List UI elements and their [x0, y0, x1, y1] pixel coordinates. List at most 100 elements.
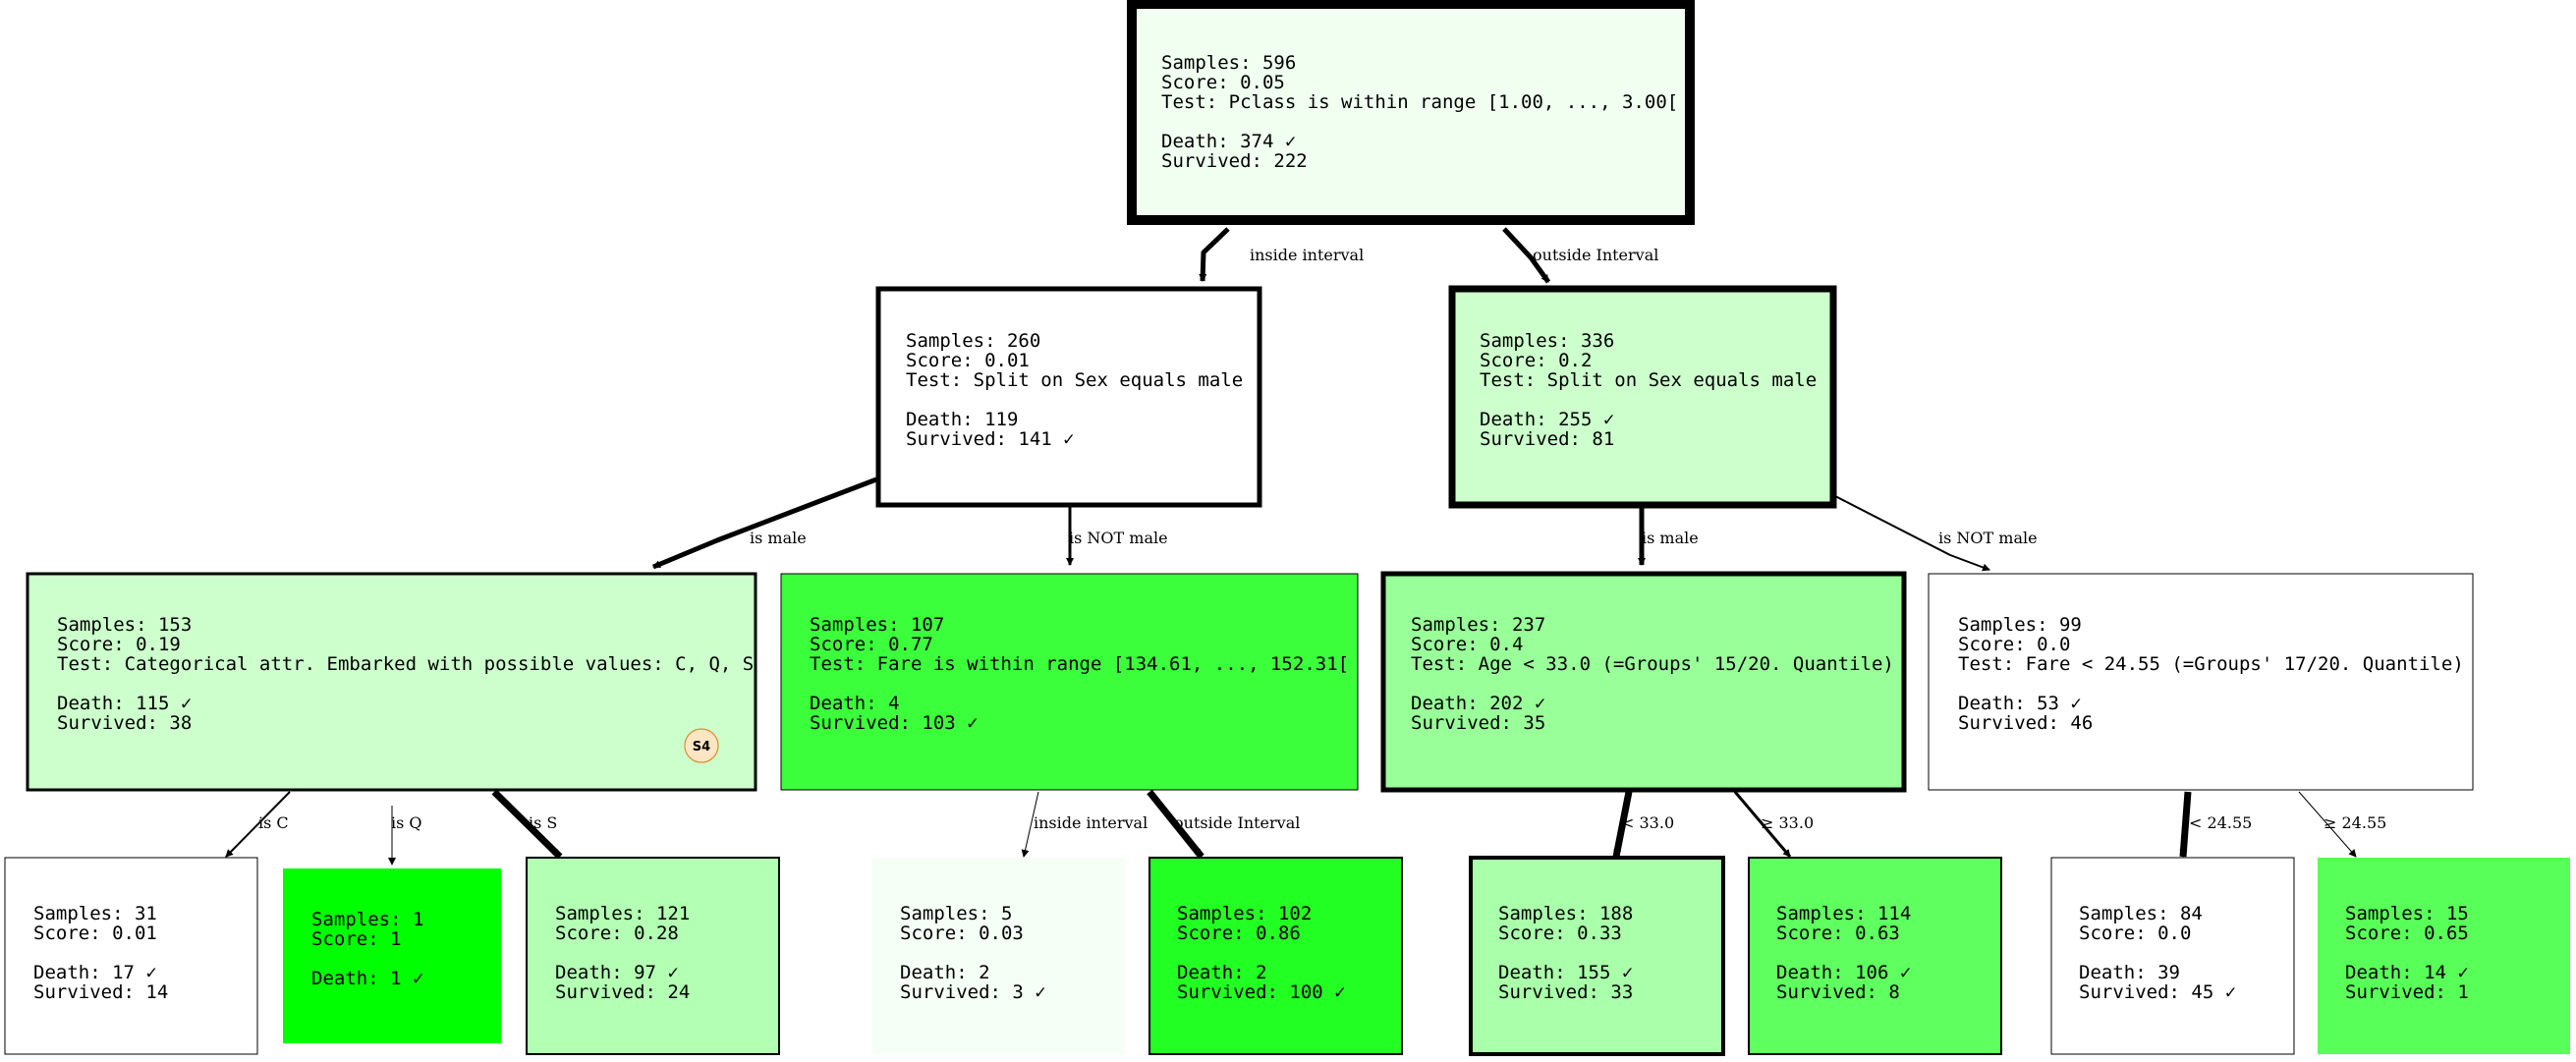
node-line: Samples: 107	[810, 614, 944, 636]
node-line: Test: Split on Sex equals male	[906, 369, 1243, 391]
edge-label: is Q	[391, 813, 422, 832]
node-line: Survived: 3 ✓	[900, 981, 1046, 1003]
node-line: Samples: 15	[2345, 903, 2469, 924]
node-badge	[684, 728, 719, 763]
node-line: Samples: 237	[1411, 614, 1545, 636]
edge-label: is male	[750, 529, 807, 547]
node-line: Test: Categorical attr. Embarked with po…	[57, 653, 754, 675]
node-line: Survived: 33	[1498, 981, 1633, 1003]
node-line: Death: 2	[1177, 962, 1267, 983]
node-line: Score: 0.77	[810, 634, 933, 655]
node-line: Test: Fare < 24.55 (=Groups' 17/20. Quan…	[1958, 653, 2464, 675]
node-line: Test: Split on Sex equals male	[1480, 369, 1817, 391]
node-line	[57, 673, 68, 695]
node-line: Survived: 222	[1161, 150, 1308, 172]
node-line: Score: 1	[311, 928, 402, 950]
node-line: Score: 0.63	[1776, 922, 1900, 944]
node-line: Score: 0.4	[1411, 634, 1523, 655]
edge-label: outside Interval	[1533, 246, 1658, 264]
node-line: Death: 119	[906, 409, 1018, 430]
edge-n6-n15	[2298, 791, 2357, 858]
node-line: Survived: 38	[57, 712, 192, 734]
node-line: Survived: 8	[1776, 981, 1900, 1003]
node-line	[1958, 673, 1969, 695]
node-box	[872, 858, 1125, 1054]
node-line	[810, 673, 820, 695]
node-line: Score: 0.05	[1161, 72, 1285, 93]
node-line: Death: 255 ✓	[1480, 409, 1614, 430]
node-box	[283, 868, 501, 1043]
node-line	[906, 389, 917, 411]
node-line: Samples: 1	[311, 909, 423, 930]
edge-label: is S	[529, 813, 557, 832]
node-box	[1928, 573, 2474, 791]
node-line: Score: 0.03	[900, 922, 1024, 944]
node-line: Samples: 260	[906, 330, 1040, 352]
node-line: Death: 39	[2079, 962, 2180, 983]
node-line	[1177, 942, 1188, 964]
node-line: Score: 0.0	[2079, 922, 2191, 944]
node-line: Death: 97 ✓	[555, 962, 679, 983]
node-line: Score: 0.0	[1958, 634, 2070, 655]
node-line: Death: 2	[900, 962, 990, 983]
node-line	[900, 942, 911, 964]
edge-label: < 24.55	[2189, 813, 2252, 832]
edge-label: inside interval	[1250, 246, 1364, 264]
edge-label: is NOT male	[1069, 529, 1168, 547]
node-line: Death: 115 ✓	[57, 693, 192, 714]
edge-label: ≥ 24.55	[2324, 813, 2386, 832]
node-line: Score: 0.01	[33, 922, 157, 944]
edge-n5-n12	[1612, 791, 1633, 858]
node-line: Samples: 102	[1177, 903, 1312, 924]
node-box	[1127, 0, 1695, 225]
node-line: Score: 0.19	[57, 634, 181, 655]
node-line: Score: 0.33	[1498, 922, 1622, 944]
node-line	[1411, 673, 1422, 695]
node-line: Death: 106 ✓	[1776, 962, 1911, 983]
node-line: Survived: 14	[33, 981, 168, 1003]
node-line: Samples: 99	[1958, 614, 2082, 636]
node-line	[311, 948, 322, 970]
node-line: Survived: 103 ✓	[810, 712, 979, 734]
node-box	[780, 573, 1359, 791]
edge-label: is C	[258, 813, 289, 832]
node-line: Survived: 1	[2345, 981, 2469, 1003]
node-line: Survived: 35	[1411, 712, 1545, 734]
node-line: Samples: 84	[2079, 903, 2203, 924]
node-box	[875, 286, 1262, 508]
edge-n3-n9	[491, 789, 563, 860]
node-box	[526, 857, 780, 1055]
node-line: Survived: 24	[555, 981, 690, 1003]
edge-n5-n13	[1733, 791, 1792, 858]
node-box	[4, 857, 258, 1055]
edge-label: outside Interval	[1174, 813, 1300, 832]
node-box	[2318, 858, 2570, 1054]
edge-n4-n10	[1021, 791, 1039, 858]
node-line: Survived: 141 ✓	[906, 428, 1075, 450]
edge-label: is NOT male	[1938, 529, 2038, 547]
node-box	[1448, 285, 1837, 509]
node-line: Score: 0.2	[1480, 350, 1592, 371]
node-box	[2050, 857, 2295, 1055]
node-line: Samples: 596	[1161, 52, 1296, 74]
